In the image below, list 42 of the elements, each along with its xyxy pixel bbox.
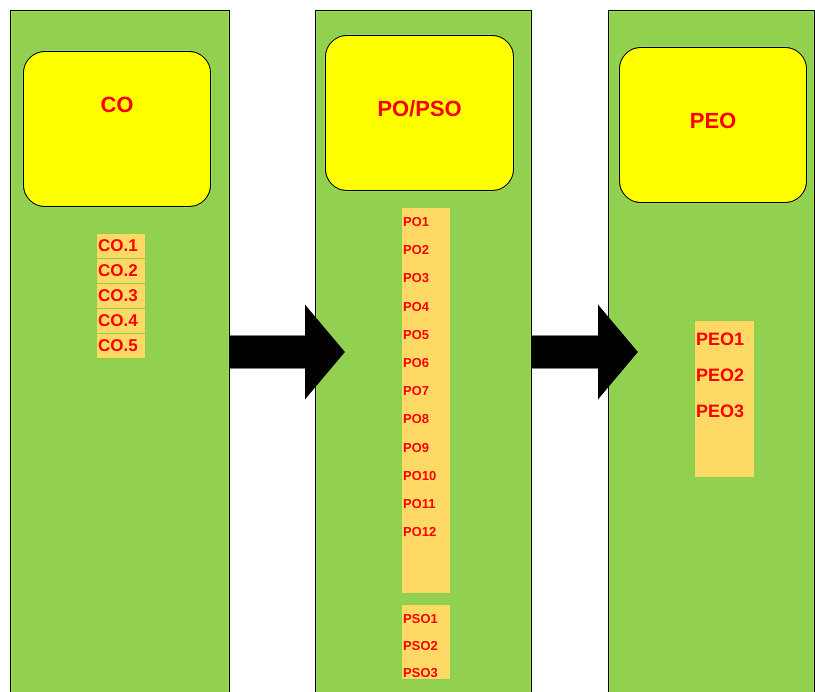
item-label: PEO3 [695,400,746,423]
item-label: PO7 [402,382,430,400]
item-label: PSO2 [402,637,439,655]
item-label: CO.1 [97,235,139,257]
heading-text: CO [100,92,134,119]
item-label: PO2 [402,241,430,260]
item-label: PO1 [402,213,430,231]
item-label: CO.5 [97,335,139,357]
item-label: PEO1 [695,328,746,351]
item-label: CO.2 [97,260,139,282]
item-box [97,309,145,333]
item-label: PO11 [402,495,437,514]
heading-box [325,35,514,191]
item-label: PO8 [402,410,430,428]
item-box [97,334,145,358]
item-label: PSO1 [402,610,439,628]
item-label: PO5 [402,326,430,344]
heading-box [619,47,807,203]
item-label: PO6 [402,354,430,372]
item-label: PO12 [402,523,438,542]
item-label: PSO3 [402,664,439,682]
arrow [230,304,345,400]
item-label: PO10 [402,466,438,485]
item-box [695,321,754,477]
item-box [97,284,145,308]
item-label: PO9 [402,438,430,457]
item-label: PEO2 [695,364,746,387]
column-panel [10,10,230,692]
item-label: PO3 [402,269,430,288]
column-panel [315,10,532,692]
item-label: CO.4 [97,310,139,332]
column-panel [608,10,815,692]
heading-text: PO/PSO [377,96,462,123]
item-box [402,605,450,679]
item-box [97,259,145,283]
item-label: CO.3 [97,285,139,307]
heading-box [23,51,211,207]
arrow [532,304,638,400]
heading-text: PEO [690,108,736,135]
item-box [97,234,145,258]
item-box [402,208,450,593]
item-label: PO4 [402,298,430,316]
